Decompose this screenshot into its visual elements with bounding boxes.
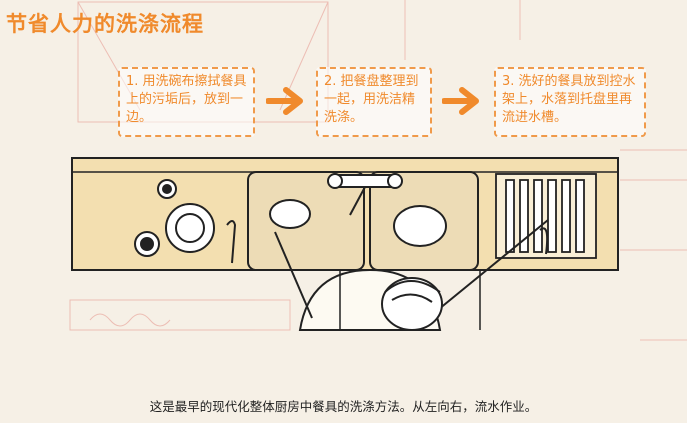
plates-icon [134,179,237,264]
kitchen-washing-illustration [71,157,619,331]
step-3-text: 3. 洗好的餐具放到控水架上，水落到托盘里再流进水槽。 [502,74,636,125]
step-2-text: 2. 把餐盘整理到一起，用洗洁精洗涤。 [324,74,419,125]
arrow-right-icon [442,87,479,115]
figure-caption: 这是最早的现代化整体厨房中餐具的洗涤方法。从左向右，流水作业。 [149,399,538,414]
page-title: 节省人力的洗涤流程 [6,12,204,36]
step-3-box: 3. 洗好的餐具放到控水架上，水落到托盘里再流进水槽。 [494,67,646,137]
faucet-icon [327,173,403,216]
person-illustration [269,199,549,331]
step-1-box: 1. 用洗碗布擦拭餐具上的污垢后，放到一边。 [118,67,255,137]
step-2-box: 2. 把餐盘整理到一起，用洗洁精洗涤。 [316,67,432,137]
step-1-text: 1. 用洗碗布擦拭餐具上的污垢后，放到一边。 [126,74,247,125]
arrow-right-icon [266,87,303,115]
